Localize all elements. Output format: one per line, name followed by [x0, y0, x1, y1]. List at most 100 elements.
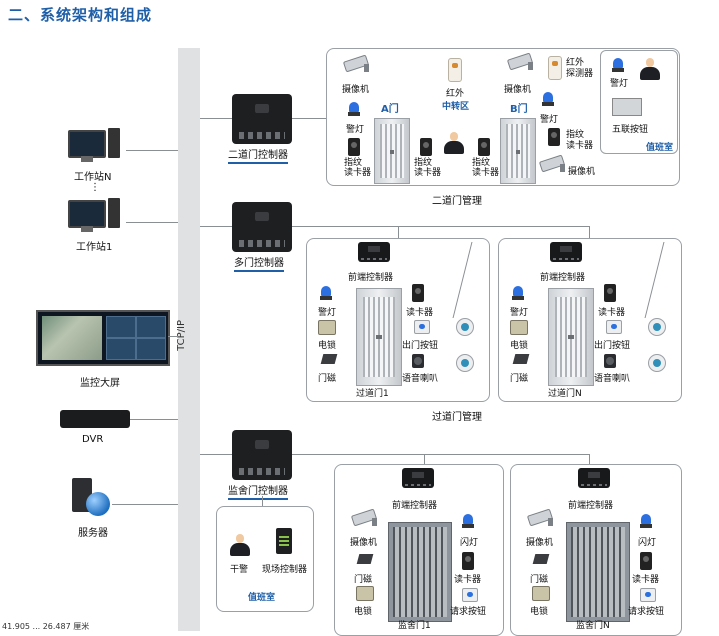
guard-person-icon [230, 534, 250, 556]
duty-alarm-light-label: 警灯 [610, 79, 629, 89]
guard-label: 干警 [230, 565, 249, 575]
footer-text: 41.905 ... 26.487 厘米 [2, 622, 90, 631]
lock-label: 电锁 [354, 607, 373, 617]
server-label: 服务器 [78, 528, 108, 539]
dome-camera-icon [648, 318, 666, 336]
fp-reader-mid-left-label: 指纹 读卡器 [414, 158, 442, 178]
corridor-door-label: 过道门N [548, 389, 582, 399]
card-reader-icon [640, 552, 652, 570]
front-ctrl-label: 前端控制器 [348, 273, 394, 283]
camera-right-label: 摄像机 [504, 85, 532, 95]
camera-icon [540, 158, 566, 172]
door-contact-icon [356, 554, 374, 564]
camera-icon [528, 512, 554, 526]
door-contact-label: 门磁 [510, 374, 529, 384]
dome-camera-icon [456, 318, 474, 336]
multi-door-controller-label: 多门控制器 [234, 254, 284, 272]
electric-lock-icon [510, 320, 528, 335]
alarm-light-icon [320, 286, 332, 300]
fingerprint-reader-icon [478, 138, 490, 156]
alarm-light-icon [348, 102, 360, 116]
workstation-n-label: 工作站N [74, 172, 112, 183]
ir-detector-label: 红外 探测器 [566, 58, 594, 79]
camera-bottom-right-label: 摄像机 [568, 167, 596, 177]
alarm-light-right-label: 警灯 [540, 115, 559, 125]
flash-light-icon [462, 514, 474, 528]
camera-icon [508, 56, 534, 70]
camera-label: 摄像机 [350, 538, 378, 548]
alarm-light-icon [542, 92, 554, 106]
two-door-caption: 二道门管理 [432, 196, 482, 207]
video-wall-label: 监控大屏 [80, 378, 120, 389]
dvr-label: DVR [82, 434, 104, 445]
front-controller-device [402, 468, 434, 488]
duty-room-label: 值班室 [646, 143, 674, 153]
reader-label: 读卡器 [632, 575, 660, 585]
request-button-icon [462, 588, 478, 602]
electric-lock-icon [532, 586, 550, 601]
request-button-label: 请求按钮 [628, 607, 665, 617]
alarm-light-left-label: 警灯 [346, 125, 365, 135]
workstation-1-monitor [68, 200, 106, 232]
infrared-mid-label: 红外 [446, 89, 465, 99]
fingerprint-reader-icon [548, 128, 560, 146]
fp-reader-left-label: 指纹 读卡器 [344, 158, 372, 178]
reader-label: 读卡器 [598, 308, 626, 318]
front-controller-device [358, 242, 390, 262]
five-link-button-device [612, 98, 642, 116]
cell-door-image [566, 522, 630, 622]
front-ctrl-label: 前端控制器 [568, 501, 614, 511]
speaker-label: 语音喇叭 [402, 374, 439, 384]
infrared-sensor-icon [448, 58, 462, 82]
relay-zone-label: 中转区 [442, 102, 470, 112]
workstation-1-tower [108, 198, 120, 228]
fingerprint-reader-icon [420, 138, 432, 156]
corridor-caption: 过道门管理 [432, 412, 482, 423]
alarm-light-label: 警灯 [318, 308, 337, 318]
workstation-n-tower [108, 128, 120, 158]
lock-label: 电锁 [510, 341, 529, 351]
multi-door-controller-device [232, 202, 292, 252]
cell-door-controller-device [232, 430, 292, 480]
flash-label: 闪灯 [460, 538, 479, 548]
exit-button-icon [606, 320, 622, 334]
cell-door-controller-label: 监舍门控制器 [228, 482, 288, 500]
corridor-door-label: 过道门1 [356, 389, 389, 399]
cell-door-image [388, 522, 452, 622]
electric-lock-icon [356, 586, 374, 601]
camera-icon [352, 512, 378, 526]
electric-lock-icon [318, 320, 336, 335]
cell-door-label: 监舍门1 [398, 621, 431, 631]
door-b-image [500, 118, 536, 184]
workstation-n-monitor [68, 130, 106, 162]
corridor-door-image [548, 288, 594, 386]
camera-icon [344, 58, 370, 72]
door-contact-icon [532, 554, 550, 564]
front-ctrl-label: 前端控制器 [392, 501, 438, 511]
corridor-door-image [356, 288, 402, 386]
speaker-label: 语音喇叭 [594, 374, 631, 384]
globe-icon [86, 492, 110, 516]
flash-light-icon [640, 514, 652, 528]
lock-label: 电锁 [318, 341, 337, 351]
two-door-controller-device [232, 94, 292, 144]
video-wall-screen [36, 310, 170, 366]
door-b-label: B门 [510, 104, 528, 115]
door-contact-label: 门磁 [354, 575, 373, 585]
card-reader-icon [604, 284, 616, 302]
exit-button-icon [414, 320, 430, 334]
exit-button-label: 出门按钮 [594, 341, 631, 351]
dome-camera-icon [456, 354, 474, 372]
alarm-light-label: 警灯 [510, 308, 529, 318]
dvr-device [60, 410, 130, 428]
five-link-button-label: 五联按钮 [612, 125, 649, 135]
duty-officer-icon [640, 58, 660, 80]
flash-label: 闪灯 [638, 538, 657, 548]
door-a-label: A门 [381, 104, 399, 115]
front-controller-device [550, 242, 582, 262]
door-contact-label: 门磁 [318, 374, 337, 384]
request-button-icon [640, 588, 656, 602]
fp-reader-mid-right-label: 指纹 读卡器 [472, 158, 500, 178]
cell-duty-room-panel [216, 506, 314, 612]
field-ctrl-label: 现场控制器 [262, 565, 308, 575]
